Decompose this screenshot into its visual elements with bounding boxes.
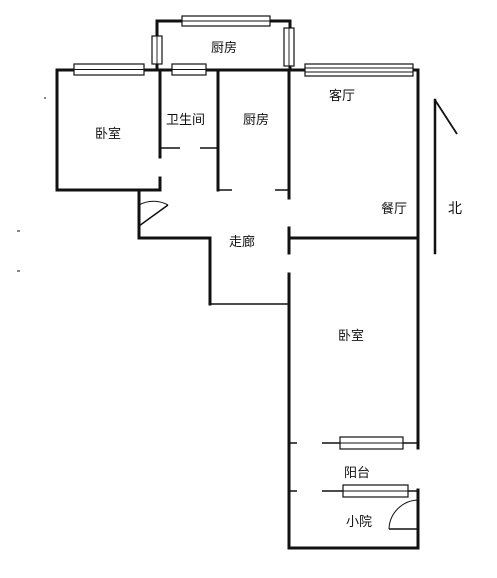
window-living-room	[304, 63, 414, 77]
window-bedroom-left	[73, 63, 145, 76]
windows	[73, 15, 414, 498]
window-kitchen-right	[283, 27, 295, 67]
north-label: 北	[448, 201, 462, 217]
doors	[138, 200, 419, 530]
window-yard	[342, 484, 409, 498]
entry-door	[138, 200, 169, 227]
label-small-yard: 小院	[346, 515, 372, 530]
label-kitchen-top: 厨房	[211, 40, 237, 56]
room-labels: 厨房 客厅 卧室 卫生间 厨房 餐厅 走廊 卧室 阳台 小院	[95, 40, 407, 530]
label-bedroom-left: 卧室	[95, 126, 121, 142]
label-corridor: 走廊	[229, 234, 255, 250]
window-balcony	[339, 436, 404, 450]
label-kitchen: 厨房	[243, 112, 269, 128]
label-living-room: 客厅	[329, 88, 355, 104]
window-bathroom	[171, 63, 207, 76]
window-kitchen-top	[181, 15, 271, 27]
label-dining-room: 餐厅	[381, 201, 407, 217]
label-bedroom-main: 卧室	[338, 328, 364, 344]
scan-specks	[17, 97, 46, 272]
label-bathroom: 卫生间	[166, 113, 205, 128]
yard-door	[388, 499, 419, 530]
window-kitchen-left	[151, 35, 163, 65]
label-balcony: 阳台	[344, 466, 370, 481]
north-arrow: 北	[433, 98, 462, 255]
